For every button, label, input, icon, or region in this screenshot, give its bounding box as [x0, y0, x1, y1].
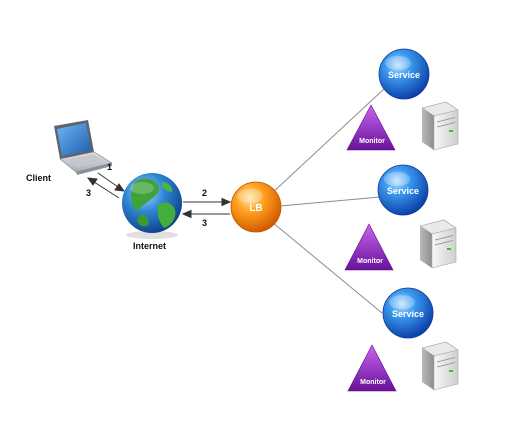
internet-label: Internet — [133, 241, 166, 251]
service-group-3: Monitor Service — [347, 287, 459, 392]
step-label-2: 2 — [202, 188, 207, 198]
service-group-2: Monitor Service — [344, 164, 457, 271]
service-node-3 — [382, 287, 434, 339]
monitor-label-3: Monitor — [360, 379, 386, 386]
step-label-3-client: 3 — [86, 188, 91, 198]
service-group-1: Monitor Service — [346, 48, 459, 151]
server-icon-2 — [419, 219, 457, 269]
service-label-3: Service — [392, 309, 424, 319]
monitor-node-1 — [346, 104, 396, 151]
connector-lb-service-3 — [271, 221, 383, 314]
service-node-2 — [377, 164, 429, 216]
server-icon-1 — [421, 101, 459, 151]
service-node-1 — [378, 48, 430, 100]
service-label-2: Service — [387, 186, 419, 196]
monitor-label-2: Monitor — [357, 258, 383, 265]
step-label-3-lb: 3 — [202, 218, 207, 228]
internet-lb-arrows — [181, 197, 232, 219]
internet-globe-icon — [122, 173, 182, 239]
service-label-1: Service — [388, 70, 420, 80]
client-internet-arrows — [86, 172, 126, 199]
server-icon-3 — [421, 341, 459, 391]
client-laptop-icon — [54, 120, 113, 175]
connector-lb-service-2 — [279, 196, 381, 207]
lb-node — [230, 181, 282, 233]
monitor-label-1: Monitor — [359, 138, 385, 145]
monitor-node-2 — [344, 223, 394, 271]
step-label-1: 1 — [107, 162, 112, 172]
connector-lb-service-1 — [269, 87, 386, 196]
lb-label: LB — [249, 203, 262, 214]
connector-lines — [269, 87, 386, 314]
client-label: Client — [26, 173, 51, 183]
monitor-node-3 — [347, 344, 397, 392]
